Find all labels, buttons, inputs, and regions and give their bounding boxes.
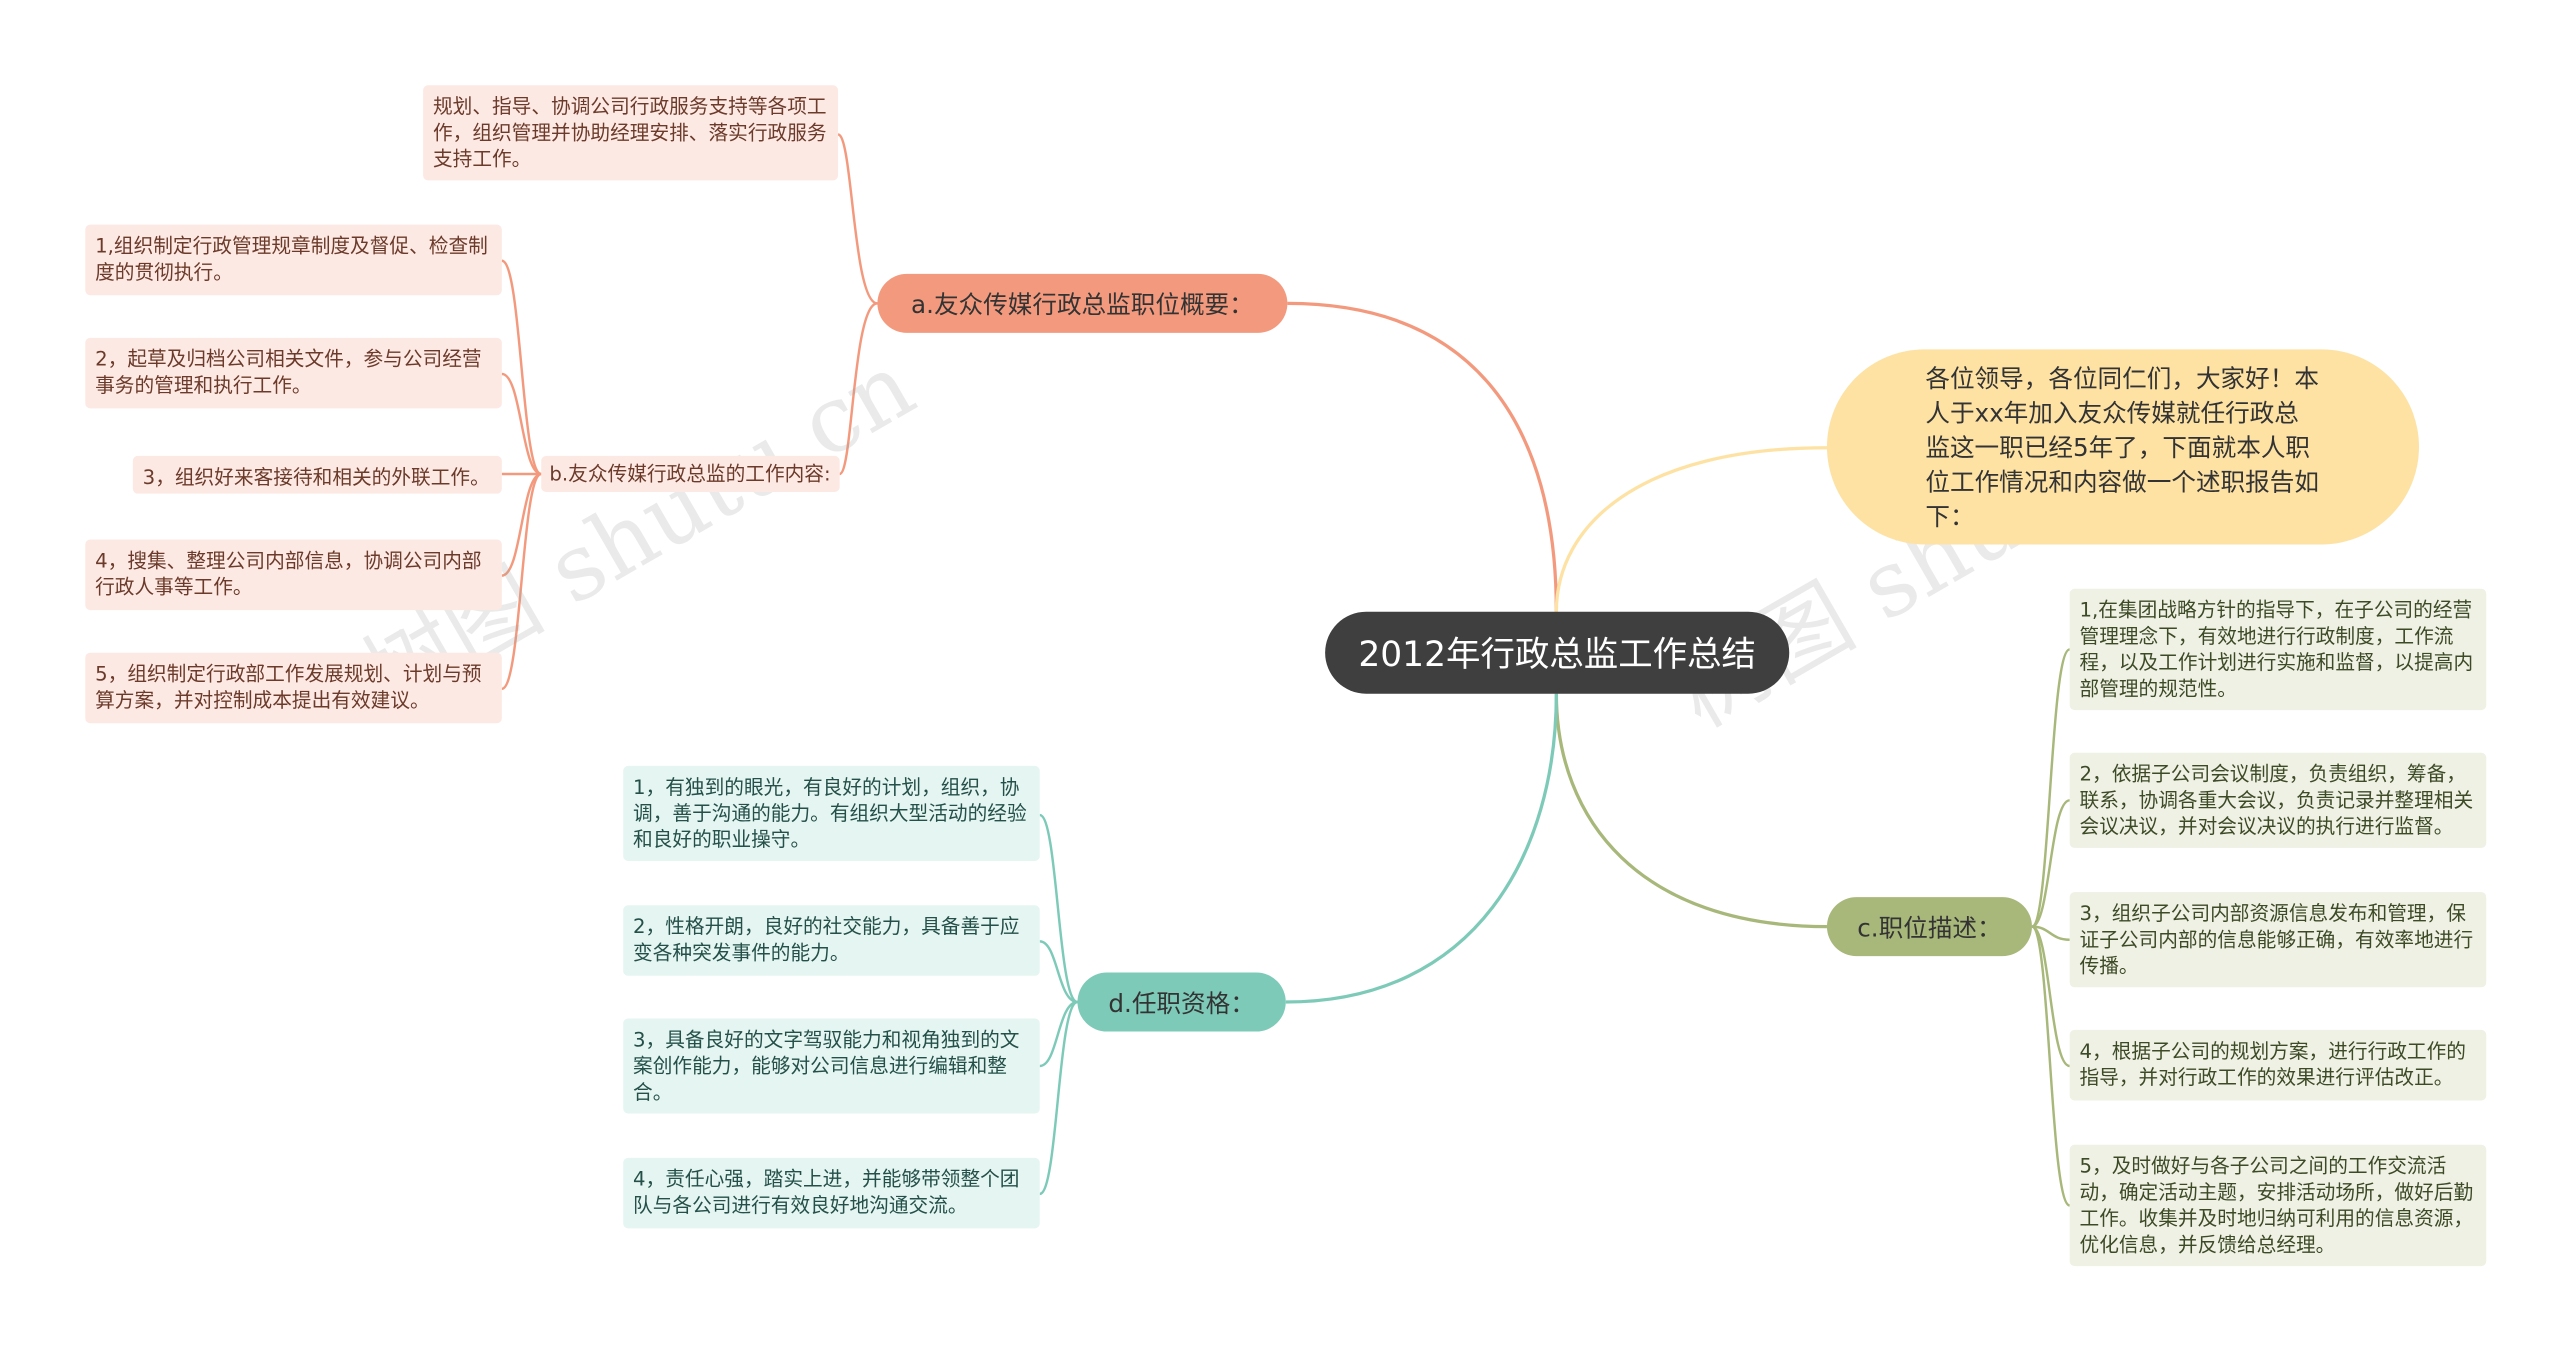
branch-b-item-text: 5，组织制定行政部工作发展规划、计划与预算方案，并对控制成本提出有效建议。 — [95, 662, 482, 712]
branch-b-item[interactable]: 3，组织好来客接待和相关的外联工作。 — [132, 455, 502, 494]
branch-c-item[interactable]: 5，及时做好与各子公司之间的工作交流活动，确定活动主题，安排活动场所，做好后勤工… — [2069, 1144, 2487, 1267]
root-topic[interactable]: 2012年行政总监工作总结 — [1325, 611, 1790, 694]
link-c-item4 — [2031, 925, 2071, 1068]
link-root-d — [1285, 693, 1558, 1004]
link-b-item1 — [501, 259, 542, 476]
link-root-intro — [1554, 446, 1827, 612]
link-root-c — [1554, 693, 1827, 929]
branch-d-label: d.任职资格： — [1108, 988, 1255, 1018]
branch-c-item[interactable]: 3，组织子公司内部资源信息发布和管理，保证子公司内部的信息能够正确，有效率地进行… — [2069, 892, 2487, 988]
branch-b-item[interactable]: 5，组织制定行政部工作发展规划、计划与预算方案，并对控制成本提出有效建议。 — [85, 652, 502, 724]
link-d-item1 — [1039, 813, 1079, 1004]
branch-a-label: a.友众传媒行政总监职位概要： — [911, 289, 1254, 319]
link-b-item5 — [501, 472, 542, 691]
intro-bubble[interactable]: 各位领导，各位同仁们，大家好！本人于xx年加入友众传媒就任行政总监这一职已经5年… — [1826, 349, 2419, 545]
branch-d-item-text: 1，有独到的眼光，有良好的计划，组织，协调，善于沟通的能力。有组织大型活动的经验… — [633, 775, 1027, 852]
branch-b-topic[interactable]: b.友众传媒行政总监的工作内容: — [541, 455, 840, 492]
link-a-summary — [836, 133, 878, 305]
branch-c-item-text: 3，组织子公司内部资源信息发布和管理，保证子公司内部的信息能够正确，有效率地进行… — [2079, 902, 2474, 978]
branch-c-item[interactable]: 4，根据子公司的规划方案，进行行政工作的指导，并对行政工作的效果进行评估改正。 — [2069, 1029, 2487, 1101]
branch-c-topic[interactable]: c.职位描述： — [1826, 897, 2032, 957]
branch-a-topic[interactable]: a.友众传媒行政总监职位概要： — [877, 273, 1288, 333]
link-d-item3 — [1039, 1000, 1078, 1068]
branch-c-item[interactable]: 2，依据子公司会议制度，负责组织，筹备，联系，协调各重大会议，负责记录并整理相关… — [2069, 752, 2487, 848]
link-root-a — [1287, 301, 1558, 612]
root-title: 2012年行政总监工作总结 — [1358, 634, 1756, 675]
branch-c-item[interactable]: 1,在集团战略方针的指导下，在子公司的经营管理理念下，有效地进行行政制度，工作流… — [2069, 588, 2487, 711]
branch-d-item-text: 2，性格开朗，良好的社交能力，具备善于应变各种突发事件的能力。 — [633, 915, 1020, 965]
link-c-item2 — [2031, 799, 2071, 928]
branch-b-item-text: 3，组织好来客接待和相关的外联工作。 — [142, 465, 490, 489]
link-d-item2 — [1039, 940, 1078, 1004]
link-c-item1 — [2030, 648, 2071, 928]
branch-b-item-text: 2，起草及归档公司相关文件，参与公司经营事务的管理和执行工作。 — [95, 347, 482, 397]
branch-c-item-text: 5，及时做好与各子公司之间的工作交流活动，确定活动主题，安排活动场所，做好后勤工… — [2079, 1154, 2474, 1257]
branch-b-item-text: 1,组织制定行政管理规章制度及督促、检查制度的贯彻执行。 — [95, 234, 488, 284]
branch-c-label: c.职位描述： — [1857, 912, 2002, 943]
branch-d-item[interactable]: 3，具备良好的文字驾驭能力和视角独到的文案创作能力，能够对公司信息进行编辑和整合… — [623, 1018, 1040, 1114]
branch-d-topic[interactable]: d.任职资格： — [1077, 972, 1286, 1032]
branch-d-item[interactable]: 4，责任心强，踏实上进，并能够带领整个团队与各公司进行有效良好地沟通交流。 — [623, 1157, 1040, 1229]
branch-b-item[interactable]: 4，搜集、整理公司内部信息，协调公司内部行政人事等工作。 — [85, 539, 502, 611]
branch-d-item-text: 3，具备良好的文字驾驭能力和视角独到的文案创作能力，能够对公司信息进行编辑和整合… — [633, 1028, 1020, 1104]
branch-c-item-text: 2，依据子公司会议制度，负责组织，筹备，联系，协调各重大会议，负责记录并整理相关… — [2079, 762, 2474, 839]
link-a-subb — [838, 302, 878, 476]
branch-a-summary-text: 规划、指导、协调公司行政服务支持等各项工作，组织管理并协助经理安排、落实行政服务… — [432, 95, 827, 171]
branch-d-item-text: 4，责任心强，踏实上进，并能够带领整个团队与各公司进行有效良好地沟通交流。 — [633, 1167, 1020, 1217]
link-b-item4 — [501, 472, 542, 577]
branch-b-label: b.友众传媒行政总监的工作内容: — [549, 462, 831, 486]
branch-c-item-text: 1,在集团战略方针的指导下，在子公司的经营管理理念下，有效地进行行政制度，工作流… — [2079, 598, 2474, 701]
branch-c-item-text: 4，根据子公司的规划方案，进行行政工作的指导，并对行政工作的效果进行评估改正。 — [2079, 1039, 2466, 1089]
link-c-item3 — [2031, 925, 2070, 941]
branch-d-item[interactable]: 2，性格开朗，良好的社交能力，具备善于应变各种突发事件的能力。 — [623, 905, 1040, 976]
intro-text: 各位领导，各位同仁们，大家好！本人于xx年加入友众传媒就任行政总监这一职已经5年… — [1925, 364, 2319, 532]
branch-b-item[interactable]: 2，起草及归档公司相关文件，参与公司经营事务的管理和执行工作。 — [85, 337, 502, 409]
branch-b-item[interactable]: 1,组织制定行政管理规章制度及督促、检查制度的贯彻执行。 — [85, 224, 502, 296]
branch-a-summary[interactable]: 规划、指导、协调公司行政服务支持等各项工作，组织管理并协助经理安排、落实行政服务… — [423, 85, 839, 181]
branch-d-item[interactable]: 1，有独到的眼光，有良好的计划，组织，协调，善于沟通的能力。有组织大型活动的经验… — [623, 765, 1040, 861]
link-b-item2 — [501, 372, 542, 476]
branch-b-item-text: 4，搜集、整理公司内部信息，协调公司内部行政人事等工作。 — [95, 549, 482, 599]
link-d-item4 — [1039, 1000, 1079, 1196]
link-c-item5 — [2030, 925, 2071, 1207]
